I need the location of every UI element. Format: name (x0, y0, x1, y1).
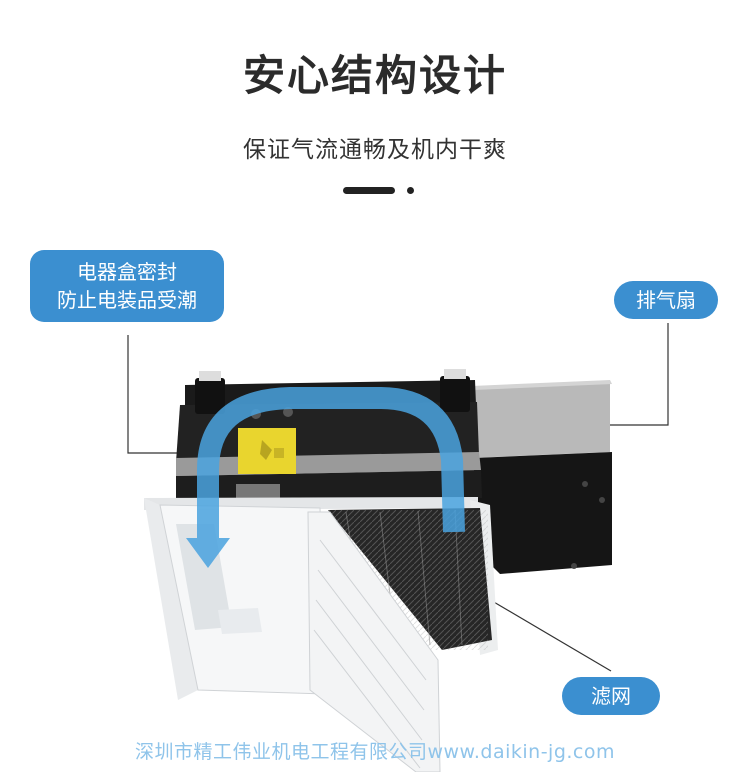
page-subtitle: 保证气流通畅及机内干爽 (243, 137, 507, 163)
callout-electric-box-line2: 防止电装品受潮 (57, 288, 197, 312)
callout-electric-box-line1: 电器盒密封 (77, 260, 177, 284)
callout-filter-label: 滤网 (591, 684, 631, 708)
leader-line-filter (486, 597, 612, 672)
front-panel (144, 497, 498, 772)
divider-bar (343, 187, 395, 194)
callout-filter: 滤网 (562, 677, 660, 715)
callout-exhaust-fan-label: 排气扇 (636, 288, 696, 312)
callout-electric-box: 电器盒密封 防止电装品受潮 (30, 250, 224, 322)
page-title: 安心结构设计 (242, 51, 507, 100)
footer-watermark: 深圳市精工伟业机电工程有限公司www.daikin-jg.com (134, 741, 616, 763)
airflow-arrow (186, 387, 465, 568)
callout-exhaust-fan: 排气扇 (614, 281, 718, 319)
divider-dot (407, 187, 414, 194)
electric-box (238, 428, 296, 474)
exhaust-fan-housing (472, 380, 612, 574)
